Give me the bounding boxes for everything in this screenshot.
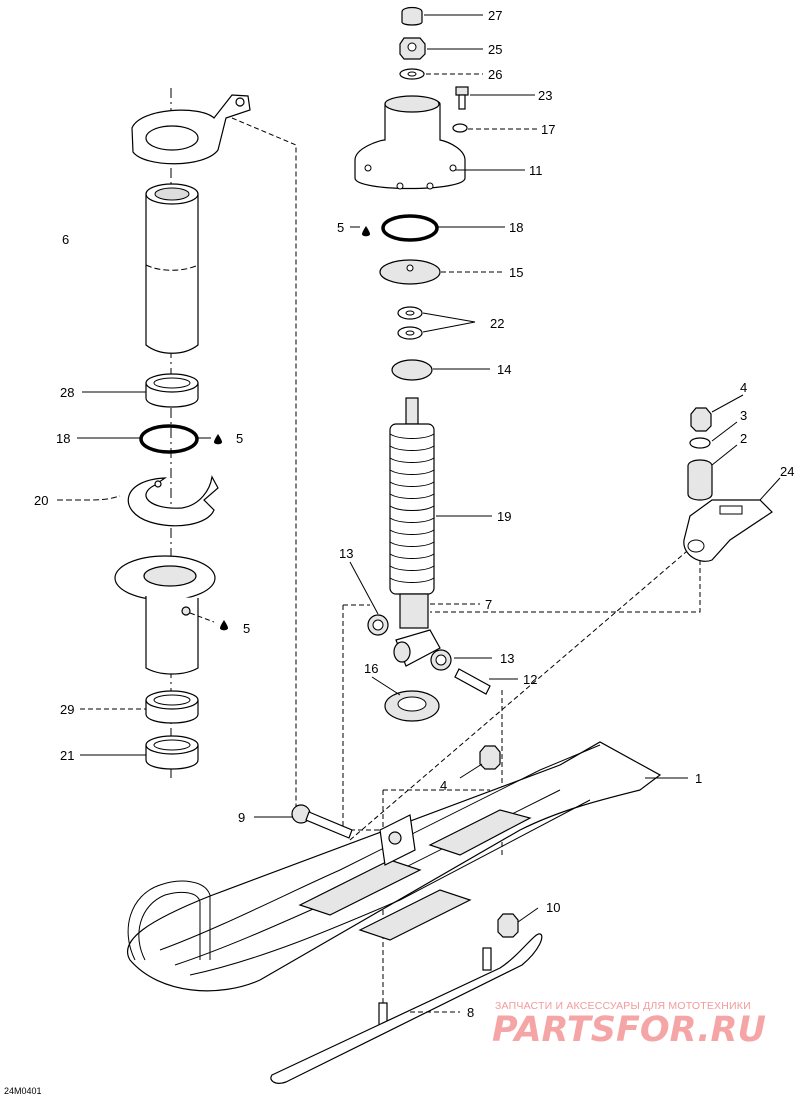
spacer-15: [379, 259, 441, 285]
screw-23: [455, 86, 469, 96]
callout-5-left: 5: [236, 431, 243, 446]
leader-lines: [57, 14, 781, 1013]
callout-28: 28: [60, 385, 74, 400]
callout-6: 6: [62, 232, 69, 247]
watermark-tagline: ЗАПЧАСТИ И АКСЕССУАРЫ ДЛЯ МОТОТЕХНИКИ: [495, 1000, 751, 1012]
callout-20: 20: [34, 493, 48, 508]
spindle-assembly: [114, 88, 251, 780]
spindle-tube: [145, 183, 199, 354]
grease-drop-icon: [214, 434, 222, 445]
callout-13-right: 13: [500, 651, 514, 666]
shock-absorber-19: [389, 397, 441, 667]
callout-labels: 27 25 26 23 17 11 18 5 15 22 14 4 3 2 24…: [34, 8, 794, 1020]
callout-5-top: 5: [337, 220, 344, 235]
callout-29: 29: [60, 702, 74, 717]
diagram-code: 24M0401: [4, 1086, 42, 1096]
callout-8: 8: [467, 1005, 474, 1020]
washer-17: [452, 123, 468, 133]
callout-15: 15: [509, 265, 523, 280]
watermark-logo: PARTSFOR.RU: [492, 1010, 766, 1050]
cup-washer-14: [391, 359, 433, 381]
callout-2: 2: [740, 431, 747, 446]
callout-19: 19: [497, 509, 511, 524]
callout-3: 3: [740, 408, 747, 423]
callout-13-left: 13: [339, 546, 353, 561]
callout-18-left: 18: [56, 431, 70, 446]
callout-5-lower: 5: [243, 621, 250, 636]
callout-18-top: 18: [509, 220, 523, 235]
bolt-9: [291, 804, 353, 839]
lower-housing: [114, 555, 216, 675]
callout-25: 25: [488, 42, 502, 57]
callout-11: 11: [529, 163, 543, 178]
nut-4-top: [690, 407, 712, 432]
callout-22: 22: [490, 316, 504, 331]
pin-12: [454, 668, 491, 695]
steering-arm: [131, 94, 251, 165]
callout-21: 21: [60, 748, 74, 763]
nut-10: [497, 913, 519, 938]
callout-7: 7: [485, 597, 492, 612]
callout-14: 14: [497, 362, 511, 377]
grease-drop-icon: [220, 620, 228, 631]
callout-23: 23: [538, 88, 552, 103]
bracket-assembly: [683, 407, 773, 562]
spacer-2: [687, 459, 713, 501]
callout-10: 10: [546, 900, 560, 915]
stud-right: [482, 947, 492, 971]
grease-drop-icon: [362, 226, 370, 237]
bracket-24: [683, 499, 773, 562]
o-ring-18-left: [139, 424, 199, 454]
callout-4-lower: 4: [440, 778, 447, 793]
o-ring-18-top: [381, 214, 439, 242]
callout-9: 9: [238, 810, 245, 825]
runner-8: [270, 933, 543, 1084]
bushing-28: [145, 373, 199, 408]
callout-12: 12: [523, 672, 537, 687]
nut-4-lower: [479, 745, 501, 770]
callout-27: 27: [488, 8, 502, 23]
cap-27: [401, 6, 423, 26]
ski-1: [126, 741, 662, 992]
washer-3: [689, 437, 711, 449]
bushing-29: [145, 690, 199, 724]
housing-11: [354, 95, 466, 190]
callout-17: 17: [541, 122, 555, 137]
callout-16: 16: [364, 661, 378, 676]
bushing-21: [145, 735, 199, 770]
callout-24: 24: [780, 464, 794, 479]
callout-4-top: 4: [740, 380, 747, 395]
callout-1: 1: [695, 771, 702, 786]
shock-top-mount: [354, 6, 469, 381]
callout-26: 26: [488, 67, 502, 82]
circlip-20: [127, 475, 219, 527]
